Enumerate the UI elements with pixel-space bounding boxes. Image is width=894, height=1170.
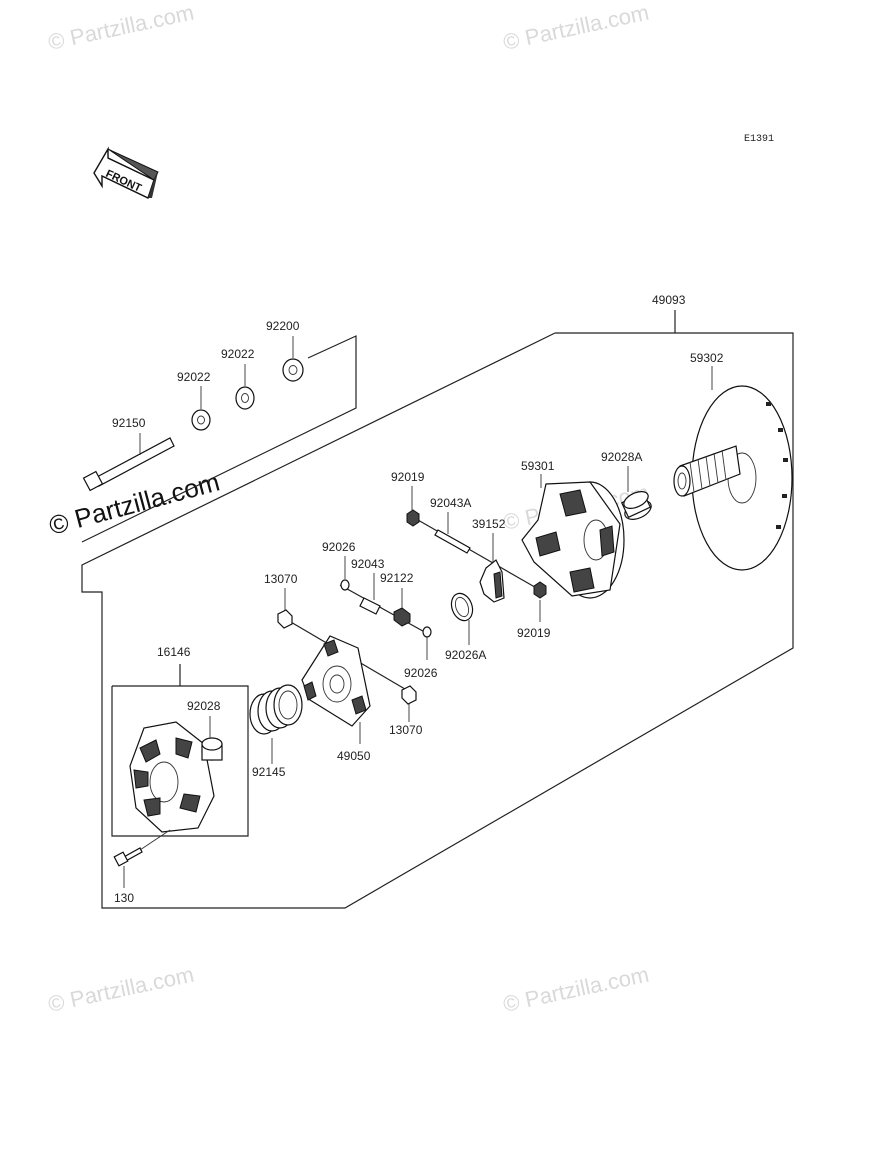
weight-39152 bbox=[479, 533, 505, 603]
bolt-130 bbox=[113, 829, 171, 888]
label-49050: 49050 bbox=[337, 749, 371, 763]
label-92022-lower: 92022 bbox=[177, 370, 211, 384]
bushing-13070-lower bbox=[401, 685, 417, 722]
bushing-92028 bbox=[201, 716, 223, 761]
label-92026-lower: 92026 bbox=[404, 666, 438, 680]
cover-16146 bbox=[129, 721, 215, 833]
diagram-code: E1391 bbox=[744, 134, 774, 145]
bolt-92150 bbox=[82, 433, 175, 492]
plate-49050 bbox=[301, 635, 371, 744]
label-92200: 92200 bbox=[266, 319, 300, 333]
washer-92026-upper bbox=[340, 556, 350, 591]
label-92028: 92028 bbox=[187, 699, 221, 713]
label-92122: 92122 bbox=[380, 571, 414, 585]
bushing-92028A bbox=[620, 466, 652, 520]
label-39152: 39152 bbox=[472, 517, 506, 531]
watermark-center: © Partzilla.com bbox=[46, 466, 223, 540]
label-92043A: 92043A bbox=[430, 496, 471, 510]
movable-sheave-59302 bbox=[673, 366, 793, 571]
label-59302: 59302 bbox=[690, 351, 724, 365]
label-92043: 92043 bbox=[351, 557, 385, 571]
washer-92022-upper bbox=[235, 364, 255, 410]
nut-92019-upper bbox=[406, 486, 420, 527]
pin-92043 bbox=[359, 573, 381, 615]
washer-92200 bbox=[282, 336, 304, 382]
spider-59301 bbox=[521, 474, 625, 599]
washer-92026A bbox=[450, 592, 474, 645]
label-92026A: 92026A bbox=[445, 648, 486, 662]
spring-92145 bbox=[249, 684, 303, 764]
label-13070-lower: 13070 bbox=[389, 723, 423, 737]
label-92022-upper: 92022 bbox=[221, 347, 255, 361]
label-92028A: 92028A bbox=[601, 450, 642, 464]
watermark-top-right: © Partzilla.com bbox=[501, 0, 651, 55]
watermark-bottom-right: © Partzilla.com bbox=[501, 962, 651, 1017]
front-arrow-icon: FRONT bbox=[93, 146, 159, 199]
label-130: 130 bbox=[114, 891, 134, 905]
label-16146: 16146 bbox=[157, 645, 191, 659]
label-49093: 49093 bbox=[652, 293, 686, 307]
label-92145: 92145 bbox=[252, 765, 286, 779]
pin-92043A bbox=[417, 512, 541, 591]
cover-subassembly-box bbox=[111, 685, 249, 837]
label-59301: 59301 bbox=[521, 459, 555, 473]
label-92019-upper: 92019 bbox=[391, 470, 425, 484]
watermark-bottom-left: © Partzilla.com bbox=[46, 962, 196, 1017]
roller-92122 bbox=[393, 588, 411, 627]
watermark-top-left: © Partzilla.com bbox=[46, 0, 196, 55]
assembly-boundary bbox=[81, 310, 794, 909]
label-92150: 92150 bbox=[112, 416, 146, 430]
washer-92022-lower bbox=[191, 386, 211, 431]
label-13070-upper: 13070 bbox=[264, 572, 298, 586]
bolt-group-boundary bbox=[81, 335, 357, 543]
nut-92019-lower bbox=[533, 581, 547, 622]
roller-axis-line bbox=[339, 584, 431, 636]
label-92026-upper: 92026 bbox=[322, 540, 356, 554]
washer-92026-lower bbox=[422, 626, 432, 660]
bushing-13070-upper bbox=[277, 588, 293, 629]
label-92019-lower: 92019 bbox=[517, 626, 551, 640]
